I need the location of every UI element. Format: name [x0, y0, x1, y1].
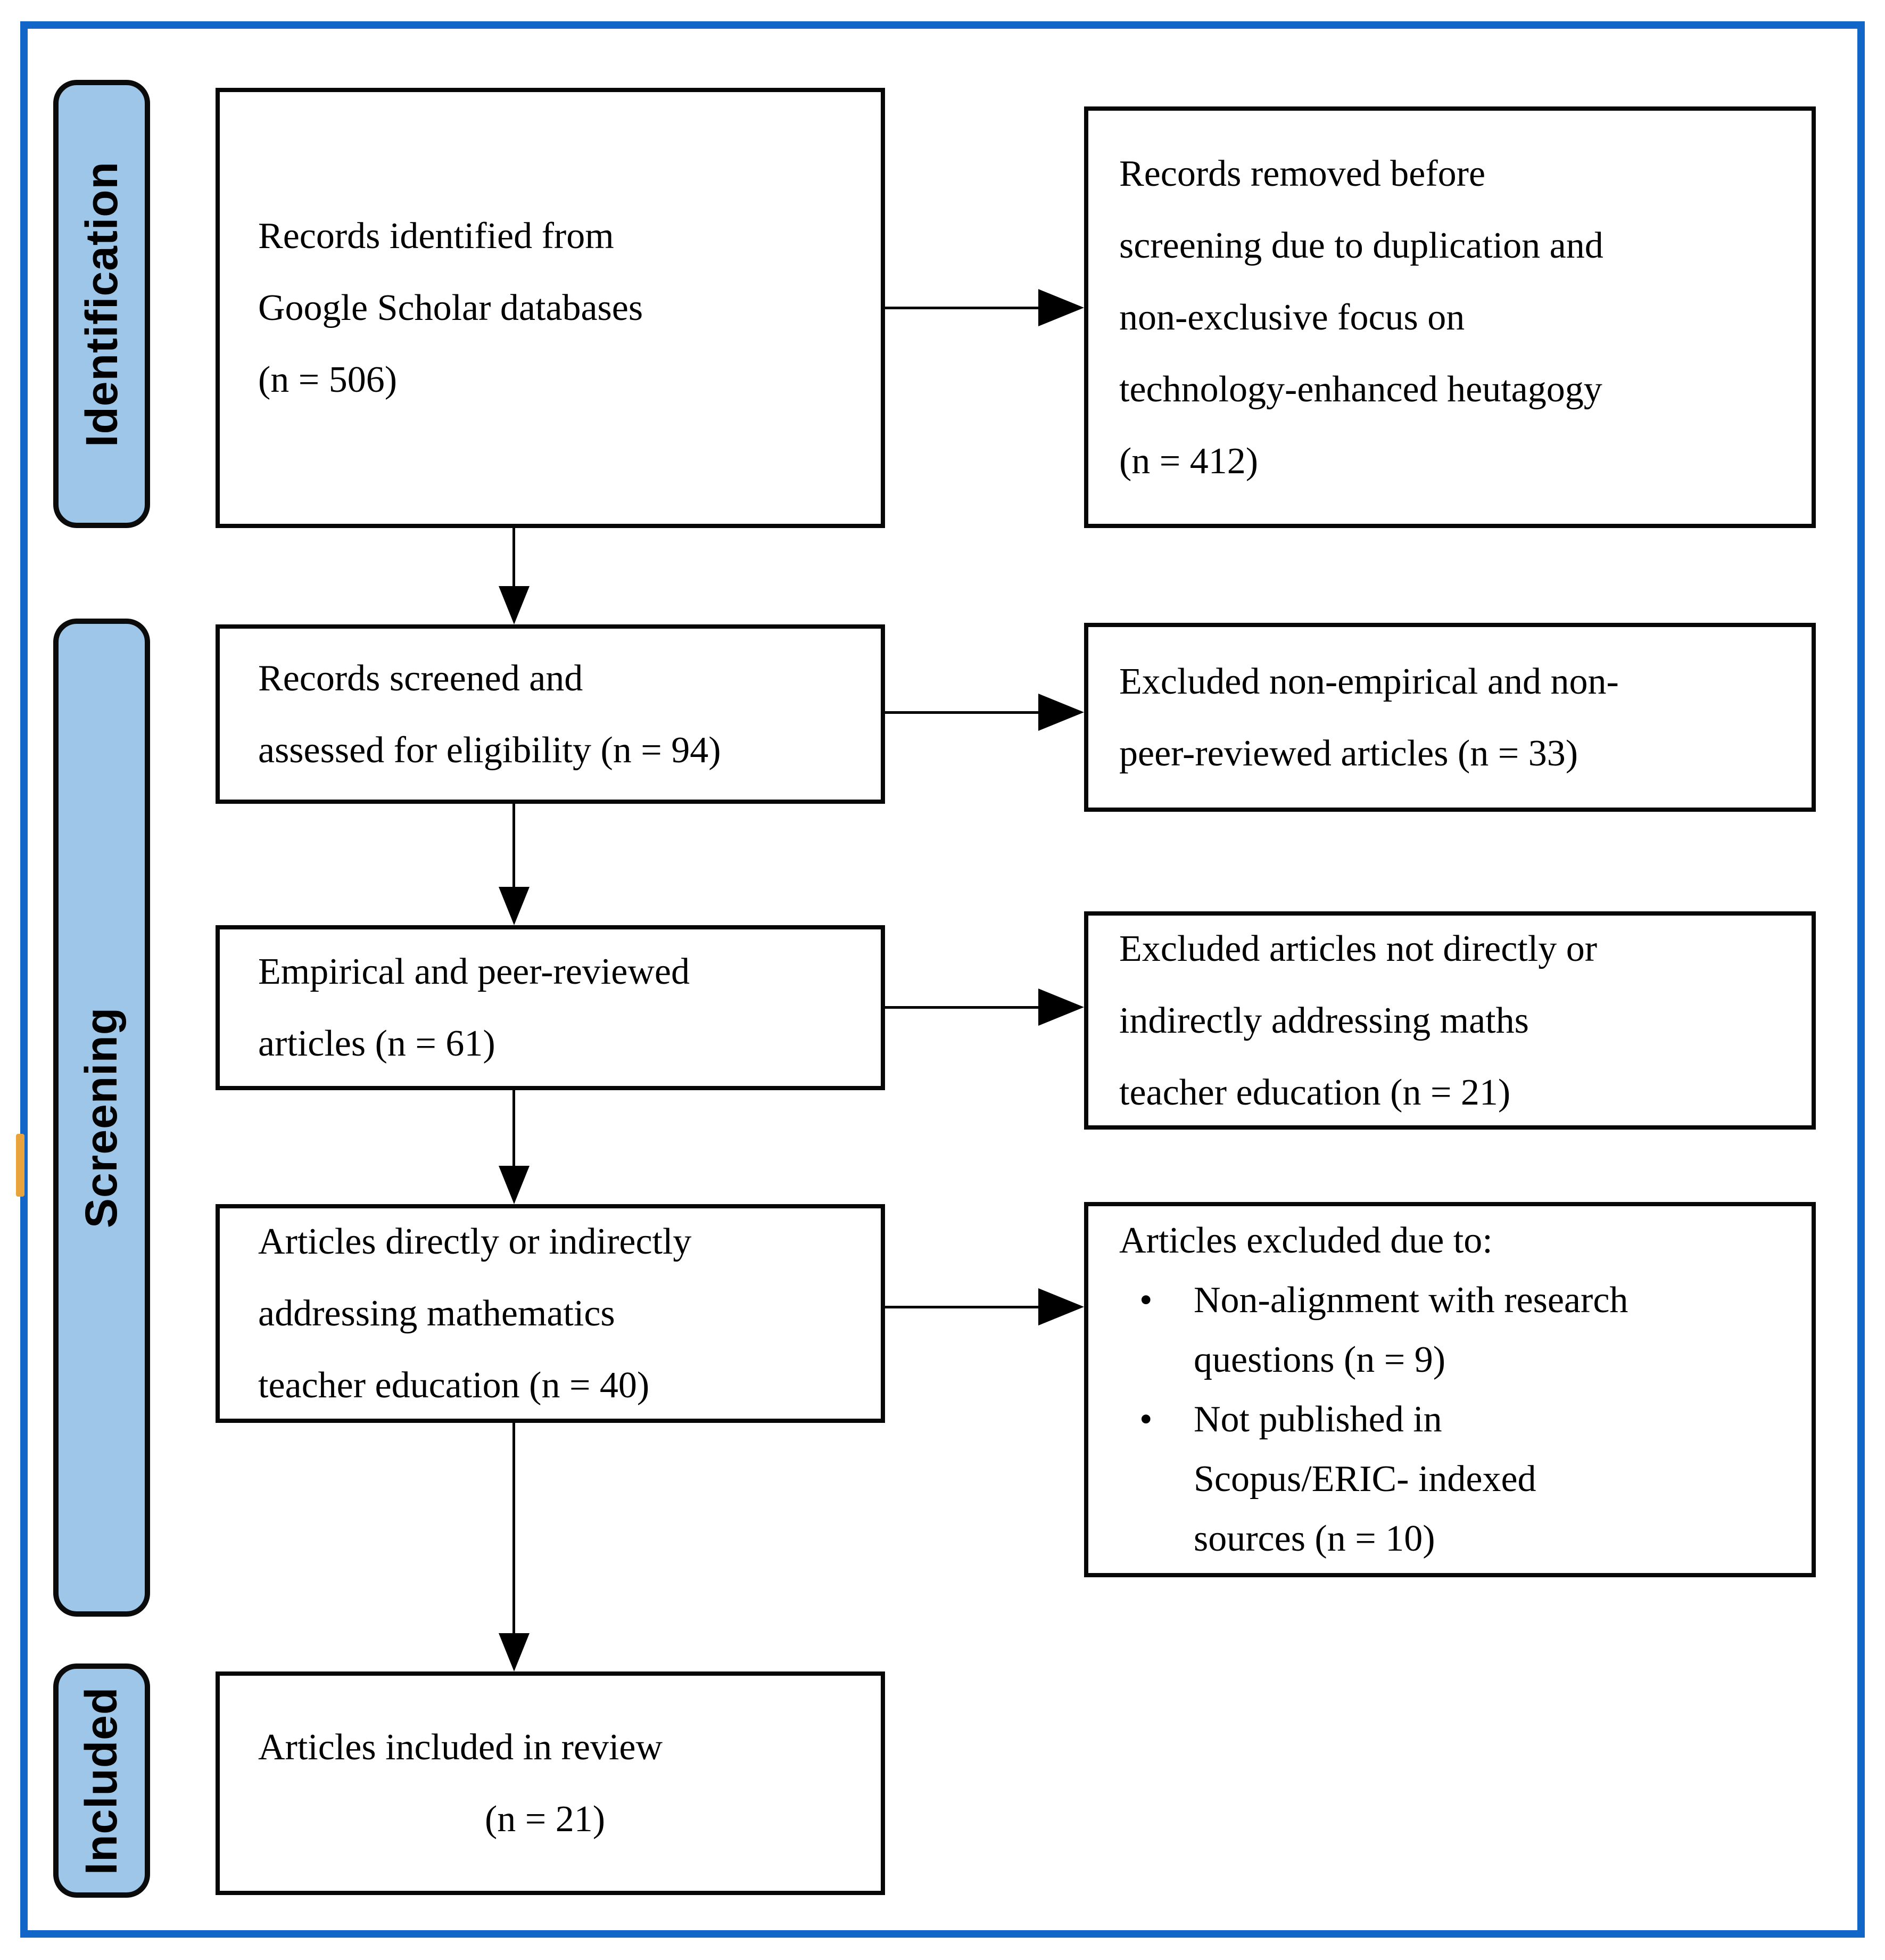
box-articles-included: Articles included in review (n = 21) — [216, 1671, 885, 1895]
box-text-line: Records identified from — [258, 216, 614, 257]
box-text-line: (n = 506) — [258, 359, 398, 400]
arrow-head-down-icon — [499, 1166, 530, 1204]
box-records-screened: Records screened and assessed for eligib… — [216, 624, 885, 804]
box-text-line: Records screened and — [258, 657, 583, 699]
box-text-line: Non-alignment with research — [1194, 1279, 1628, 1321]
box-excluded-non-empirical: Excluded non-empirical and non- peer-rev… — [1084, 623, 1816, 812]
box-text-line: Not published in — [1194, 1398, 1442, 1440]
box-text-line: (n = 21) — [484, 1799, 606, 1840]
bullet-text: Non-alignment with research questions (n… — [1194, 1271, 1801, 1390]
box-text-line: technology-enhanced heutagogy — [1119, 368, 1602, 410]
box-text-line: teacher education (n = 21) — [1119, 1072, 1511, 1113]
box-text-line: Scopus/ERIC- indexed — [1194, 1458, 1536, 1500]
box-text-line: Excluded non-empirical and non- — [1119, 661, 1619, 702]
arrow-line-empirical-to-addressing — [512, 1090, 515, 1167]
box-articles-excluded-due-to: Articles excluded due to: • Non-alignmen… — [1084, 1202, 1816, 1577]
bullet-item: • Not published in Scopus/ERIC- indexed … — [1119, 1390, 1801, 1569]
arrow-head-right-icon — [1038, 694, 1084, 731]
stage-label-included: Included — [76, 1686, 127, 1875]
arrow-line-identified-to-removed — [885, 307, 1039, 309]
stage-label-identification: Identification — [76, 161, 127, 447]
box-articles-addressing: Articles directly or indirectly addressi… — [216, 1204, 885, 1423]
box-text-line: sources (n = 10) — [1194, 1518, 1435, 1559]
box-text-line: articles (n = 61) — [258, 1023, 495, 1064]
box-records-identified: Records identified from Google Scholar d… — [216, 88, 885, 528]
arrow-line-addressing-to-excluded — [885, 1306, 1039, 1308]
arrow-line-empirical-to-excluded — [885, 1006, 1039, 1009]
arrow-line-screened-to-empirical — [512, 804, 515, 888]
arrow-head-down-icon — [499, 887, 530, 925]
arrow-line-screened-to-excluded — [885, 711, 1039, 714]
box-records-removed: Records removed before screening due to … — [1084, 106, 1816, 528]
box-text-line: assessed for eligibility (n = 94) — [258, 729, 721, 771]
box-text-line: non-exclusive focus on — [1119, 297, 1465, 338]
stage-bar-identification: Identification — [53, 80, 150, 528]
box-text-line: (n = 412) — [1119, 440, 1259, 482]
box-text-line: Articles directly or indirectly — [258, 1221, 692, 1262]
arrow-head-down-icon — [499, 1633, 530, 1671]
bullet-item: • Non-alignment with research questions … — [1119, 1271, 1801, 1390]
box-text-line: Articles included in review — [258, 1727, 663, 1768]
bullet-icon: • — [1139, 1398, 1153, 1440]
box-text-line: Records removed before — [1119, 153, 1486, 194]
stage-bar-screening: Screening — [53, 619, 150, 1617]
box-text-line: Excluded articles not directly or — [1119, 928, 1598, 969]
stage-bar-included: Included — [53, 1663, 150, 1898]
arrow-head-right-icon — [1038, 989, 1084, 1026]
bullet-text: Not published in Scopus/ERIC- indexed so… — [1194, 1390, 1801, 1569]
box-text-line: addressing mathematics — [258, 1293, 615, 1334]
box-empirical-articles: Empirical and peer-reviewed articles (n … — [216, 925, 885, 1090]
box-excluded-not-addressing: Excluded articles not directly or indire… — [1084, 911, 1816, 1130]
arrow-line-addressing-to-included — [512, 1423, 515, 1634]
box-text-line: questions (n = 9) — [1194, 1339, 1446, 1380]
box-text-line: teacher education (n = 40) — [258, 1365, 650, 1406]
bullet-icon: • — [1139, 1279, 1153, 1321]
arrow-line-identified-to-screened — [512, 528, 515, 588]
box-text-line: indirectly addressing maths — [1119, 1000, 1529, 1041]
arrow-head-right-icon — [1038, 1288, 1084, 1325]
arrow-head-down-icon — [499, 586, 530, 624]
stage-label-screening: Screening — [76, 1007, 127, 1229]
box-text-line: Google Scholar databases — [258, 287, 643, 328]
box-text-line: screening due to duplication and — [1119, 225, 1603, 266]
box-heading: Articles excluded due to: — [1119, 1220, 1493, 1261]
orange-marker — [16, 1134, 24, 1197]
box-text-line: Empirical and peer-reviewed — [258, 951, 690, 992]
box-text-line: peer-reviewed articles (n = 33) — [1119, 732, 1578, 774]
arrow-head-right-icon — [1038, 289, 1084, 326]
